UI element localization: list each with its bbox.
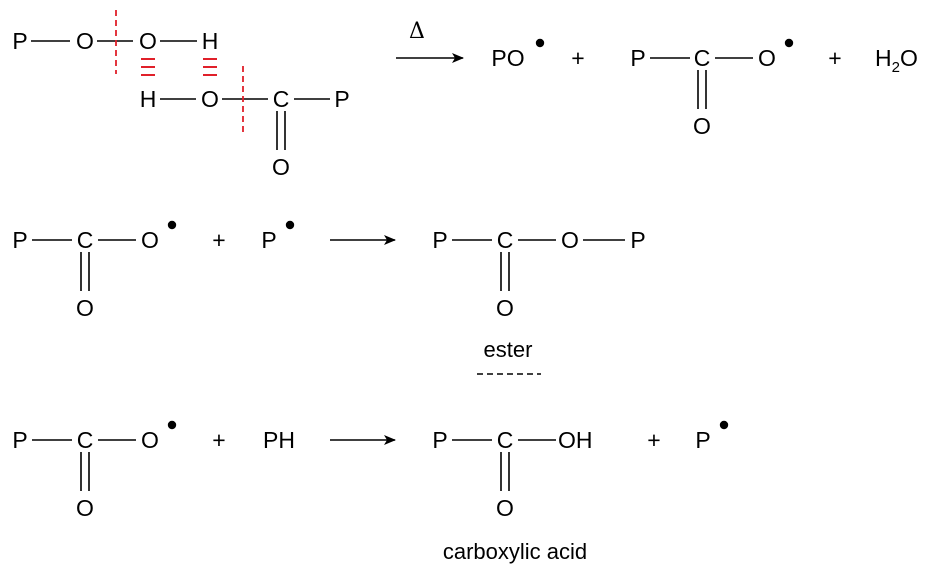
atom-o: O <box>76 495 94 521</box>
molecule-po-radical: PO <box>491 45 524 71</box>
heat-symbol: Δ <box>409 19 425 44</box>
reaction-1: P O O H H O C <box>12 10 918 180</box>
atom-c: C <box>273 86 290 112</box>
atom-p: P <box>432 227 447 253</box>
atom-o: O <box>201 86 219 112</box>
plus-sign: + <box>212 427 225 453</box>
radical-dot <box>784 38 794 48</box>
atom-p: P <box>630 45 645 71</box>
atom-o: O <box>496 295 514 321</box>
atom-c: C <box>694 45 711 71</box>
atom-p: P <box>630 227 645 253</box>
hydrogen-bond <box>141 58 155 76</box>
radical-dot <box>719 420 729 430</box>
plus-sign: + <box>212 227 225 253</box>
reaction-3-byproduct-p-radical: P <box>695 420 729 453</box>
reaction-3-reactant-acyloxy-radical: P C O O <box>12 420 177 521</box>
radical-dot <box>167 420 177 430</box>
reaction-3-product-carboxylic-acid: P C OH O <box>432 427 592 521</box>
atom-o: O <box>141 427 159 453</box>
atom-p: P <box>12 427 27 453</box>
atom-o: O <box>139 28 157 54</box>
reaction-2-reactant-p-radical: P <box>261 220 295 253</box>
radical-dot <box>167 220 177 230</box>
atom-c: C <box>77 227 94 253</box>
atom-o: O <box>758 45 776 71</box>
reaction-2: P C O O + P P C O P O este <box>12 220 646 375</box>
atom-c: C <box>497 427 514 453</box>
atom-h: H <box>202 28 219 54</box>
atom-p: P <box>261 227 276 253</box>
atom-o: O <box>76 28 94 54</box>
atom-c: C <box>77 427 94 453</box>
reaction-3: P C O O + PH P C OH O + P car <box>12 420 729 564</box>
reaction-1-reactant: P O O H H O C <box>12 10 350 180</box>
atom-c: C <box>497 227 514 253</box>
plus-sign: + <box>828 45 841 71</box>
molecule-water: H2O <box>875 45 918 76</box>
atom-p: P <box>334 86 349 112</box>
group-oh: OH <box>558 427 593 453</box>
atom-o: O <box>272 154 290 180</box>
atom-o: O <box>141 227 159 253</box>
product-label-ester: ester <box>484 337 533 362</box>
atom-o: O <box>496 495 514 521</box>
reaction-2-reactant-acyloxy-radical: P C O O <box>12 220 177 321</box>
atom-o: O <box>693 113 711 139</box>
atom-p: P <box>432 427 447 453</box>
radical-dot <box>285 220 295 230</box>
atom-o: O <box>561 227 579 253</box>
atom-p: P <box>695 427 710 453</box>
product-label-carboxylic-acid: carboxylic acid <box>443 539 587 564</box>
atom-p: P <box>12 28 27 54</box>
atom-p: P <box>12 227 27 253</box>
reaction-2-product-ester: P C O P O <box>432 227 645 321</box>
hydrogen-bond <box>203 58 217 76</box>
atom-o: O <box>76 295 94 321</box>
plus-sign: + <box>571 45 584 71</box>
plus-sign: + <box>647 427 660 453</box>
radical-dot <box>535 38 545 48</box>
atom-h: H <box>140 86 157 112</box>
reaction-1-products: PO + P C O O + H2O <box>491 38 918 139</box>
molecule-ph: PH <box>263 427 295 453</box>
